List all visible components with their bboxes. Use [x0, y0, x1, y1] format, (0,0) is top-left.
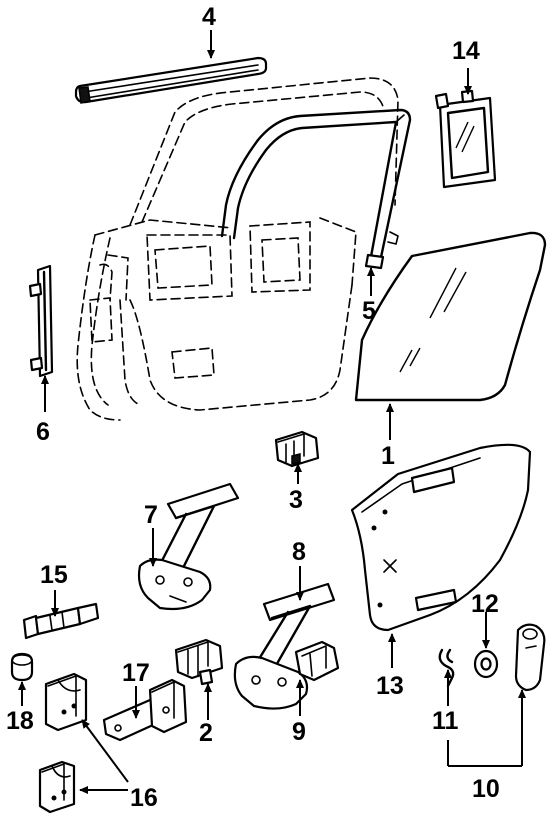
callout-16: 16 — [130, 784, 158, 812]
callout-18: 18 — [6, 707, 34, 735]
guide-block-part-2 — [174, 638, 224, 686]
callout-10: 10 — [472, 775, 500, 803]
callout-2: 2 — [199, 719, 213, 747]
callout-1: 1 — [381, 442, 395, 470]
callout-6: 6 — [36, 418, 50, 446]
regulator-motor-part-9 — [294, 640, 340, 682]
guide-part-3 — [274, 430, 320, 468]
lock-cylinder-part-15 — [22, 602, 100, 640]
washer-part-12 — [473, 649, 499, 679]
callout-4: 4 — [202, 3, 216, 31]
callout-8: 8 — [292, 538, 306, 566]
window-crank-handle-part-10 — [514, 623, 546, 692]
window-regulator-part-7 — [137, 482, 240, 611]
window-channel-part-5 — [220, 108, 412, 270]
callout-12: 12 — [471, 590, 499, 618]
callout-17: 17 — [122, 659, 150, 687]
hinge-upper-part-16 — [44, 672, 88, 732]
grommet-part-18 — [10, 652, 34, 682]
callout-13: 13 — [376, 672, 404, 700]
rear-channel-part-6 — [28, 264, 54, 378]
trim-panel-part-13 — [350, 443, 532, 632]
clip-part-11 — [438, 648, 455, 688]
door-glass-part-1 — [354, 231, 547, 402]
callout-14: 14 — [452, 37, 480, 65]
callout-labels: 1 2 3 4 5 6 7 8 9 10 11 12 13 14 15 16 1… — [6, 3, 500, 812]
door-check-part-17 — [102, 678, 188, 742]
door-shell-outline — [76, 77, 399, 421]
callout-5: 5 — [362, 297, 376, 325]
callout-15: 15 — [40, 561, 68, 589]
hinge-lower-part-16 — [38, 760, 76, 814]
leader-lines — [18, 30, 526, 794]
callout-3: 3 — [289, 486, 303, 514]
belt-weatherstrip-part-4 — [74, 56, 268, 104]
callout-9: 9 — [292, 718, 306, 746]
vent-glass-part-14 — [434, 89, 497, 189]
callout-11: 11 — [432, 707, 459, 735]
callout-7: 7 — [144, 501, 158, 529]
